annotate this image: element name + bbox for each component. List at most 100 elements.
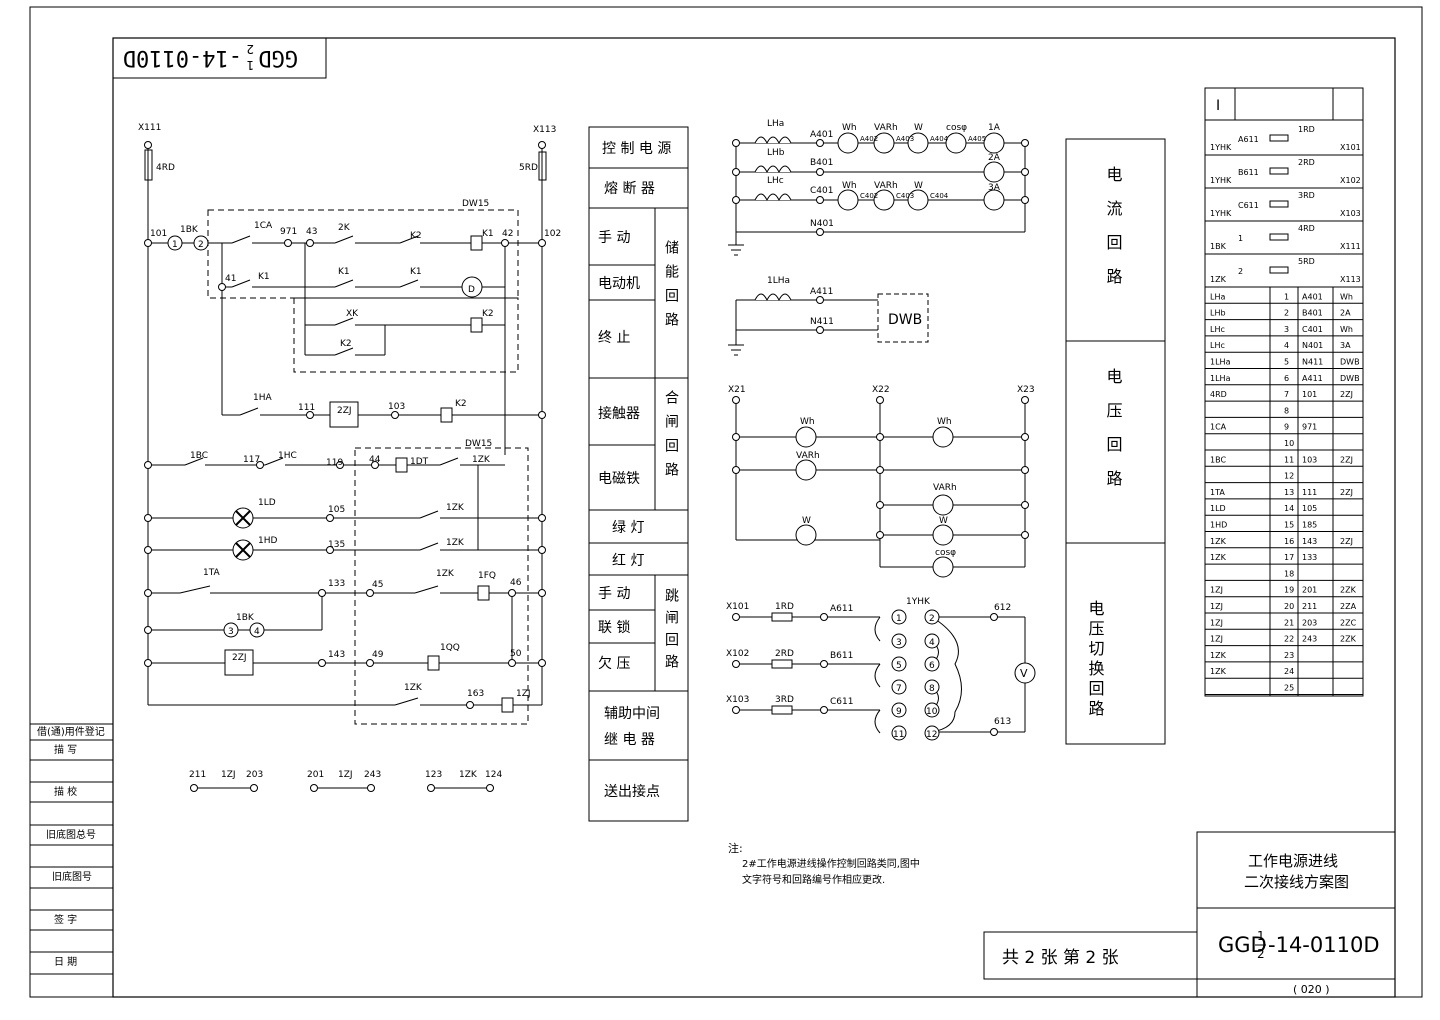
meter-2a: 2A	[988, 153, 1001, 163]
terminal-row-name: LHc	[1210, 341, 1225, 350]
func-interlock: 联 锁	[598, 620, 630, 636]
terminal-row-name: 1BC	[1210, 455, 1226, 464]
code-frac-den: 2	[1257, 947, 1265, 961]
terminal-row-dest: 3A	[1340, 341, 1351, 350]
sw-num-12: 12	[926, 730, 937, 740]
label-l6: K2	[410, 231, 422, 241]
func-motor: 电动机	[598, 276, 640, 292]
wire-b401: B401	[810, 158, 833, 168]
terminal-top-b: 2	[1238, 267, 1243, 276]
terminal-table	[1204, 87, 1364, 697]
func-aux-mid: 辅助中间	[604, 706, 660, 722]
func-manual2: 手 动	[598, 586, 630, 602]
vmeter-w-2: W	[939, 516, 948, 526]
title-block	[983, 831, 1396, 998]
func-undervolt: 欠 压	[598, 656, 630, 672]
note-line2: 文字符号和回路编号作相应更改.	[742, 873, 885, 886]
ct-lha: LHa	[767, 119, 784, 129]
side-reg: 借(通)用件登记	[37, 725, 105, 738]
meter-3a: 3A	[988, 183, 1001, 193]
terminal-top-a: 1YHK	[1210, 209, 1232, 218]
terminal-row-name: 1ZJ	[1210, 635, 1223, 644]
control-circuit	[144, 145, 547, 789]
label-l58: 123	[425, 770, 442, 780]
terminal-row-name: LHa	[1210, 292, 1225, 301]
terminal-row-num: 14	[1284, 504, 1294, 513]
terminal-row-wire: N401	[1302, 341, 1323, 350]
sw-num-8: 8	[929, 684, 935, 694]
terminal-top-d: X111	[1340, 242, 1361, 251]
terminal-row-wire: 105	[1302, 504, 1317, 513]
terminal-top-c: 3RD	[1298, 191, 1315, 200]
label-l41: 1FQ	[478, 571, 496, 581]
note-title: 注:	[728, 841, 743, 855]
wire-a402: A402	[860, 135, 878, 143]
label-l13: K1	[410, 267, 422, 277]
terminal-top-c: 1RD	[1298, 125, 1315, 134]
label-l11: K1	[258, 272, 270, 282]
side-table-labels: 借(通)用件登记 描 写 描 校 旧底图总号 旧底图号 签 字 日 期	[37, 725, 105, 968]
fuse-right: 5RD	[519, 163, 538, 173]
wire-a403: A403	[896, 135, 914, 143]
side-date: 日 期	[54, 956, 77, 968]
terminal-row-num: 16	[1284, 537, 1294, 546]
meter-varh: VARh	[874, 123, 898, 133]
circle-label-3: 3	[228, 627, 234, 637]
wire-a405: A405	[968, 135, 986, 143]
node-102: 102	[544, 229, 561, 239]
ct-lhc: LHc	[767, 176, 784, 186]
dwb-label: DWB	[888, 312, 922, 328]
terminal-row-wire: B401	[1302, 309, 1323, 318]
metering-circuit	[728, 136, 1026, 734]
node-x101: X101	[726, 602, 749, 612]
terminal-row-wire: 243	[1302, 635, 1317, 644]
func-stop: 终 止	[598, 330, 630, 346]
terminal-row-wire: 971	[1302, 423, 1317, 432]
terminal-row-name: 1LD	[1210, 504, 1226, 513]
meter-wh-2: Wh	[842, 181, 857, 191]
label-l25: 1HC	[278, 451, 297, 461]
terminal-fuse	[1269, 200, 1289, 208]
terminal-header-i: I	[1216, 98, 1220, 114]
label-l36: 1ZK	[446, 538, 465, 548]
func-electromagnet: 电磁铁	[598, 471, 640, 487]
terminal-row-num: 6	[1284, 374, 1289, 383]
side-table	[29, 723, 114, 975]
label-l1: 1BK	[180, 225, 199, 235]
label-l47: 1QQ	[440, 643, 460, 653]
terminal-row-num: 1	[1284, 292, 1289, 301]
terminal-fuse	[1269, 266, 1289, 274]
terminal-row-wire: 185	[1302, 521, 1317, 530]
func-red-lamp: 红 灯	[612, 553, 644, 569]
title-voltage-circuit: 电压回路	[1104, 368, 1123, 504]
terminal-row-num: 13	[1284, 488, 1294, 497]
sw-num-3: 3	[896, 638, 902, 648]
drawing-code: GGD 1 2 -14-0110D	[1218, 929, 1380, 961]
sw-num-1: 1	[896, 614, 902, 624]
fuse-3rd: 3RD	[775, 695, 794, 705]
func-contactor: 接触器	[598, 405, 640, 422]
sw-num-11: 11	[893, 730, 904, 740]
terminal-row-num: 9	[1284, 423, 1289, 432]
node-x23: X23	[1017, 385, 1035, 395]
func-storage-circuit: 储能回路	[663, 240, 679, 336]
label-l50: 163	[467, 689, 484, 699]
func-trip-circuit: 跳闸回路	[663, 588, 679, 676]
terminal-row-dest: 2A	[1340, 309, 1351, 318]
meter-w-2: W	[914, 181, 923, 191]
wire-a401: A401	[810, 130, 833, 140]
terminal-row-dest: 2ZK	[1340, 586, 1357, 595]
terminal-row-name: 1CA	[1210, 423, 1227, 432]
terminal-row-name: 1ZK	[1210, 537, 1227, 546]
wire-a411: A411	[810, 287, 833, 297]
terminal-row-name: 1ZK	[1210, 553, 1227, 562]
func-fuse: 熔 断 器	[604, 181, 655, 197]
terminal-row-name: 1ZK	[1210, 667, 1227, 676]
label-motor-d: D	[468, 285, 475, 295]
label-l3: 971	[280, 227, 297, 237]
terminal-row-name: LHb	[1210, 309, 1226, 318]
top-code-frac-den: 2	[246, 42, 254, 56]
terminal-row-num: 19	[1284, 586, 1294, 595]
circle-label-2: 2	[198, 240, 204, 250]
node-x21: X21	[728, 385, 746, 395]
